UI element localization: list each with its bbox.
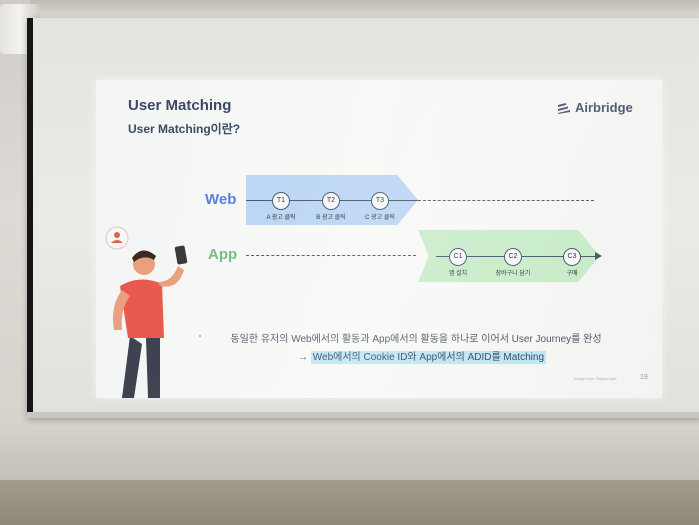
- app-arrowhead: [595, 252, 602, 260]
- ceiling-bar: [30, 0, 699, 22]
- airbridge-logo-icon: [558, 102, 570, 114]
- app-node-c1-caption: 앱 설치: [448, 271, 468, 277]
- person-illustration: [105, 226, 202, 398]
- app-node-c2-caption: 장바구니 담기: [495, 271, 531, 277]
- slide-title: User Matching: [128, 97, 232, 114]
- app-label: App: [208, 246, 238, 263]
- web-node-t3: T3: [371, 192, 389, 210]
- body-line-2-highlight: Web에서의 Cookie ID와 App에서의 ADID를 Matching: [310, 351, 547, 364]
- app-node-c1: C1: [449, 248, 467, 266]
- web-node-t2: T2: [322, 192, 340, 210]
- slide-subtitle: User Matching이란?: [128, 122, 241, 136]
- person-bubble-icon: [105, 226, 129, 250]
- web-label: Web: [205, 191, 237, 208]
- brand: Airbridge: [557, 100, 633, 115]
- screen-bottom-edge: [27, 412, 699, 418]
- web-node-t1-caption: A 광고 클릭: [266, 215, 296, 221]
- web-node-t2-caption: B 광고 클릭: [316, 215, 346, 221]
- app-node-c3-caption: 구매: [566, 271, 578, 277]
- presentation-slide: User Matching User Matching이란? Airbridge…: [96, 80, 662, 398]
- body-line-2-prefix: →: [297, 352, 311, 363]
- web-node-t3-caption: C 광고 클릭: [365, 215, 395, 221]
- web-dashed-continuation: [418, 200, 594, 201]
- page-number: 19: [640, 374, 648, 381]
- app-node-c2: C2: [504, 248, 522, 266]
- app-dashed-lead: [246, 255, 416, 256]
- body-line-1: 동일한 유저의 Web에서의 활동과 App에서의 활동을 하나로 이어서 Us…: [230, 334, 602, 345]
- brand-name: Airbridge: [575, 100, 633, 115]
- web-node-t1: T1: [272, 192, 290, 210]
- body-line-2: → Web에서의 Cookie ID와 App에서의 ADID를 Matchin…: [192, 348, 652, 364]
- floor: [0, 480, 699, 525]
- image-credit: Image from Titlepic.com: [574, 376, 617, 381]
- app-node-c3: C3: [563, 248, 581, 266]
